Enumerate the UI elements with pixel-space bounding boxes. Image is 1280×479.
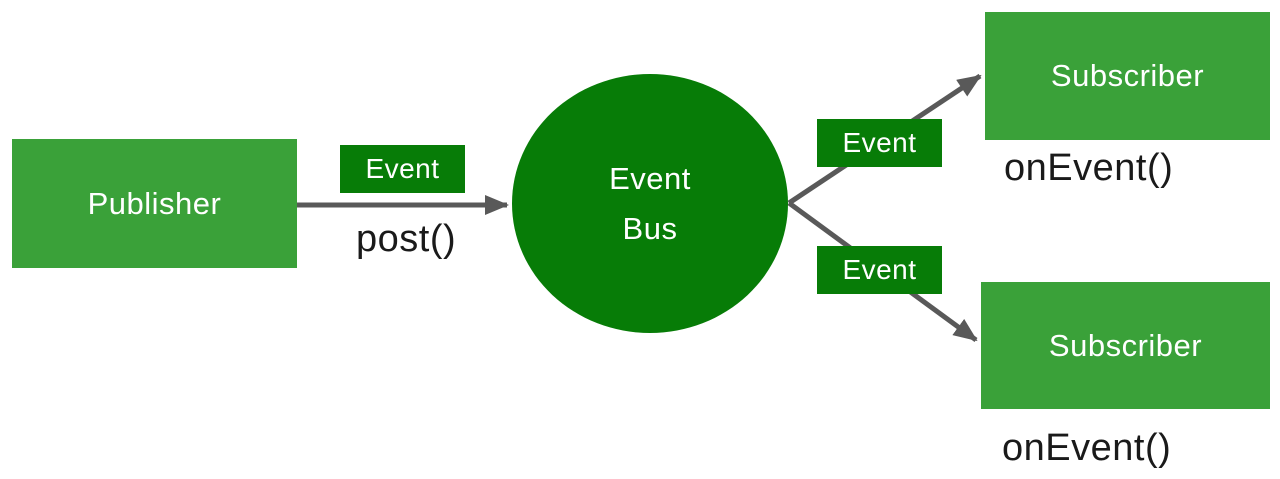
event-bus-label-line2: Bus	[622, 210, 678, 246]
event-badge-label: Event	[365, 153, 440, 184]
subscriber-label: Subscriber	[1050, 58, 1205, 93]
event-badge-publisher: Event	[340, 145, 465, 193]
event-bus-label-line1: Event	[609, 160, 691, 196]
post-method-label: post()	[356, 218, 457, 260]
event-badge-subscriber-2: Event	[817, 246, 942, 294]
event-badge-label: Event	[842, 254, 917, 285]
event-bus-node: Event Bus	[512, 74, 788, 333]
subscriber-node-1: Subscriber	[985, 12, 1270, 140]
event-badge-subscriber-1: Event	[817, 119, 942, 167]
subscriber-node-2: Subscriber	[981, 282, 1270, 409]
onevent-method-label-2: onEvent()	[1002, 427, 1172, 469]
onevent-method-label-1: onEvent()	[1004, 147, 1174, 189]
publisher-label: Publisher	[87, 185, 222, 221]
event-badge-label: Event	[842, 127, 917, 158]
subscriber-label: Subscriber	[1048, 327, 1203, 363]
publisher-node: Publisher	[12, 139, 297, 268]
